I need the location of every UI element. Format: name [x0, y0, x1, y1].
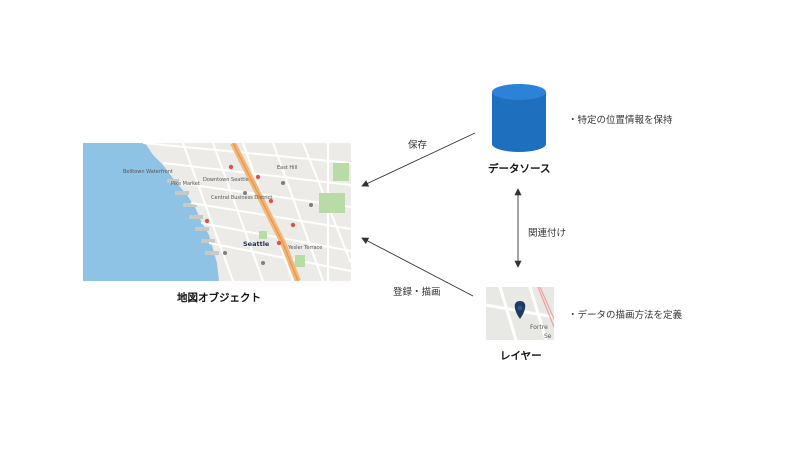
register-draw-edge-label: 登録・描画: [393, 287, 441, 298]
layer-note: ・データの描画方法を定義: [568, 310, 683, 321]
datasource-note: ・特定の位置情報を保持: [568, 115, 673, 126]
map-image: Belltown Waterfront Pike Market Downtown…: [83, 143, 351, 281]
map-label-belltown: Belltown Waterfront: [123, 169, 173, 175]
map-label-cbd: Central Business District: [211, 195, 272, 201]
layer-label: レイヤー: [500, 350, 542, 362]
map-object-label: 地図オブジェクト: [177, 292, 261, 304]
map-label-east-hill: East Hill: [277, 165, 297, 171]
map-label-seattle: Seattle: [243, 240, 270, 248]
map-label-downtown: Downtown Seattle: [203, 177, 249, 183]
save-edge-label: 保存: [408, 140, 428, 151]
associate-edge-label: 関連付け: [528, 228, 567, 239]
datasource-label: データソース: [488, 163, 551, 175]
layer-thumbnail: Fortre Se: [486, 287, 554, 340]
register-draw-arrow: [361, 237, 474, 297]
layer-thumb-label-2: Se: [544, 333, 552, 340]
database-icon: [490, 83, 548, 153]
map-label-yesler: Yesler Terrace: [287, 245, 322, 251]
map-label-pike-market: Pike Market: [171, 181, 200, 187]
save-arrow: [361, 132, 476, 187]
layer-thumb-label-1: Fortre: [530, 324, 548, 331]
